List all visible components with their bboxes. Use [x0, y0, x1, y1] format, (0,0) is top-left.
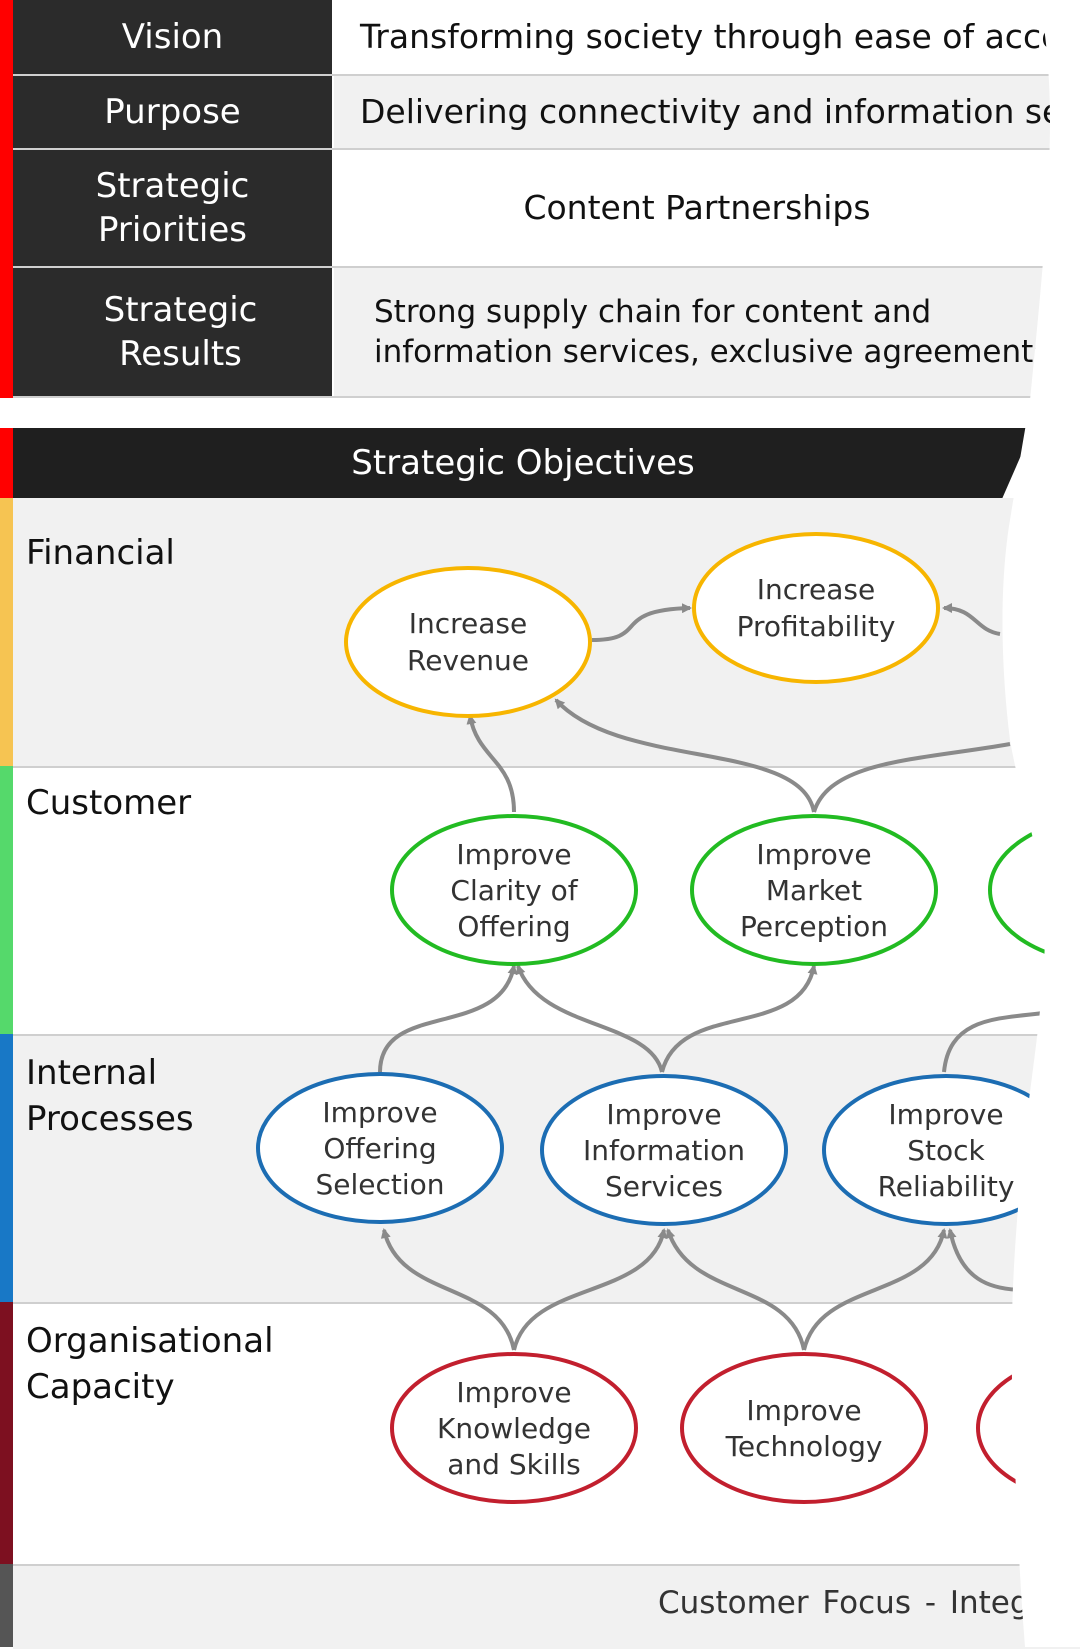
torn-edge-shape — [1003, 0, 1080, 1647]
